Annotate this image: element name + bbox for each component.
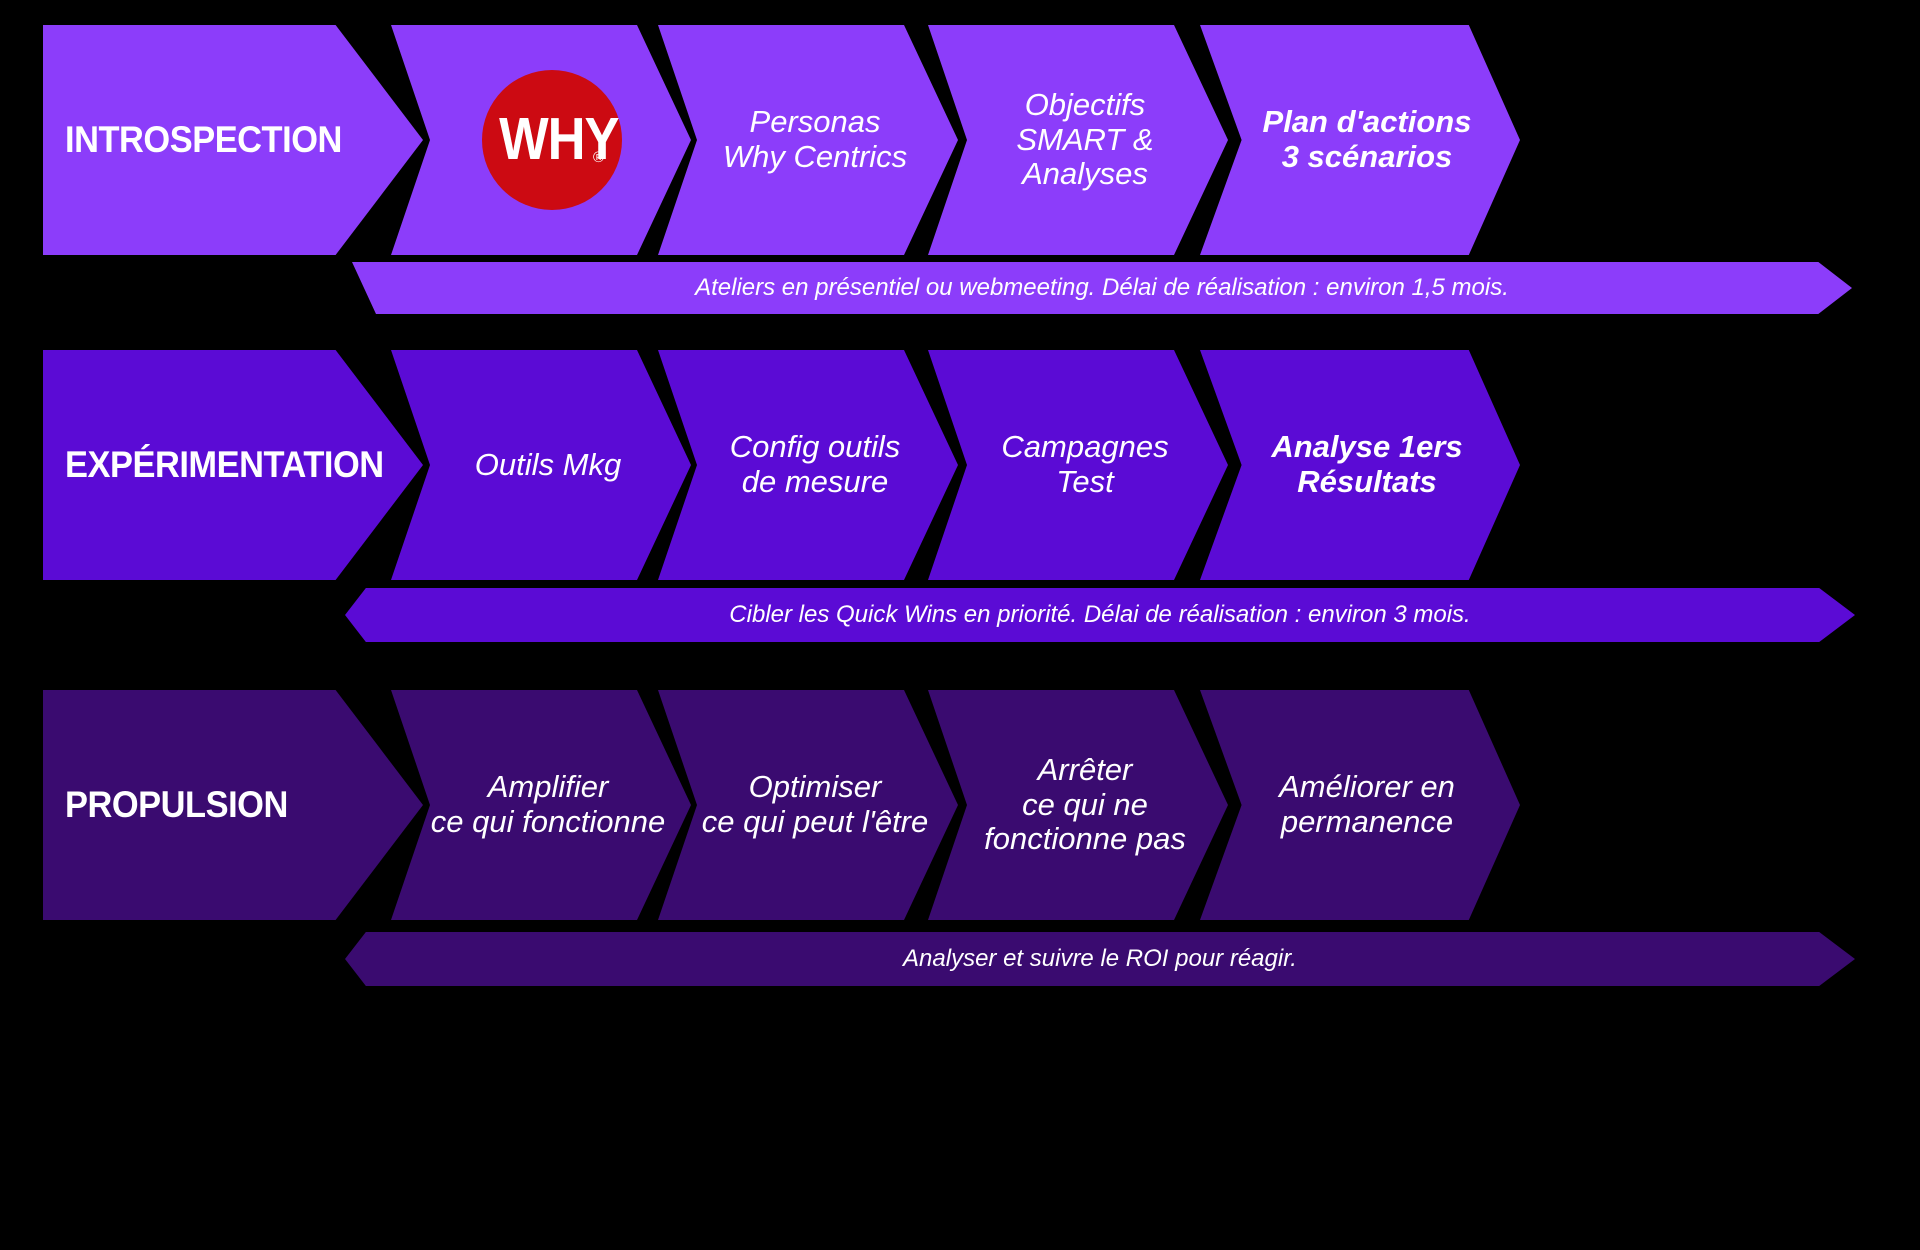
step-plan-actions[interactable]: Plan d'actions 3 scénarios bbox=[1200, 25, 1520, 255]
step-arreter[interactable]: Arrêter ce qui ne fonctionne pas bbox=[928, 690, 1228, 920]
step-personas-text: Personas Why Centrics bbox=[722, 104, 908, 174]
step-optimiser[interactable]: Optimiser ce qui peut l'être bbox=[658, 690, 958, 920]
registered-trademark-icon: ® bbox=[592, 149, 604, 166]
step-arreter-text: Arrêter ce qui ne fonctionne pas bbox=[984, 751, 1186, 857]
note-text-introspection: Ateliers en présentiel ou webmeeting. Dé… bbox=[695, 274, 1509, 301]
step-campagnes-test-text: Campagnes Test bbox=[1001, 429, 1169, 499]
arrow-shape bbox=[345, 588, 1855, 642]
why-logo-word: WHY bbox=[499, 105, 619, 173]
note-arrow-propulsion: Analyser et suivre le ROI pour réagir. bbox=[345, 932, 1855, 986]
phase-label-text: EXPÉRIMENTATION bbox=[65, 444, 384, 485]
step-amplifier[interactable]: Amplifier ce qui fonctionne bbox=[391, 690, 691, 920]
step-objectifs-text: Objectifs SMART & Analyses bbox=[1016, 86, 1154, 192]
step-optimiser-text: Optimiser ce qui peut l'être bbox=[701, 769, 929, 839]
step-why-logo[interactable]: WHY ® bbox=[391, 25, 691, 255]
why-logo-icon: WHY ® bbox=[482, 70, 622, 210]
step-analyse-resultats[interactable]: Analyse 1ers Résultats bbox=[1200, 350, 1520, 580]
step-amplifier-text: Amplifier ce qui fonctionne bbox=[430, 769, 666, 839]
phase-label-propulsion[interactable]: PROPULSION bbox=[43, 690, 423, 920]
note-arrow-experimentation: Cibler les Quick Wins en priorité. Délai… bbox=[345, 588, 1855, 642]
note-arrow-introspection: Ateliers en présentiel ou webmeeting. Dé… bbox=[352, 262, 1852, 314]
step-ameliorer[interactable]: Améliorer en permanence bbox=[1200, 690, 1520, 920]
step-ameliorer-text: Améliorer en permanence bbox=[1279, 769, 1455, 839]
phase-label-introspection[interactable]: INTROSPECTION bbox=[43, 25, 423, 255]
arrow-shape bbox=[352, 262, 1852, 314]
note-text-propulsion: Analyser et suivre le ROI pour réagir. bbox=[903, 945, 1297, 972]
step-config-outils[interactable]: Config outils de mesure bbox=[658, 350, 958, 580]
note-text-experimentation: Cibler les Quick Wins en priorité. Délai… bbox=[729, 601, 1471, 628]
step-personas[interactable]: Personas Why Centrics bbox=[658, 25, 958, 255]
step-analyse-resultats-text: Analyse 1ers Résultats bbox=[1271, 429, 1463, 499]
phase-row-experimentation: EXPÉRIMENTATION Outils Mkg Config outils… bbox=[0, 350, 1920, 580]
step-outils-mkg-text: Outils Mkg bbox=[474, 446, 622, 482]
phase-label-text: INTROSPECTION bbox=[65, 119, 342, 160]
step-config-outils-text: Config outils de mesure bbox=[729, 429, 901, 499]
phase-label-text: PROPULSION bbox=[65, 784, 288, 825]
step-campagnes-test[interactable]: Campagnes Test bbox=[928, 350, 1228, 580]
arrow-shape bbox=[345, 932, 1855, 986]
step-outils-mkg[interactable]: Outils Mkg bbox=[391, 350, 691, 580]
phase-row-propulsion: PROPULSION Amplifier ce qui fonctionne O… bbox=[0, 690, 1920, 920]
phase-label-experimentation[interactable]: EXPÉRIMENTATION bbox=[43, 350, 423, 580]
phase-row-introspection: INTROSPECTION WHY ® Personas Why Centric… bbox=[0, 25, 1920, 255]
step-plan-actions-text: Plan d'actions 3 scénarios bbox=[1262, 104, 1472, 174]
step-objectifs[interactable]: Objectifs SMART & Analyses bbox=[928, 25, 1228, 255]
